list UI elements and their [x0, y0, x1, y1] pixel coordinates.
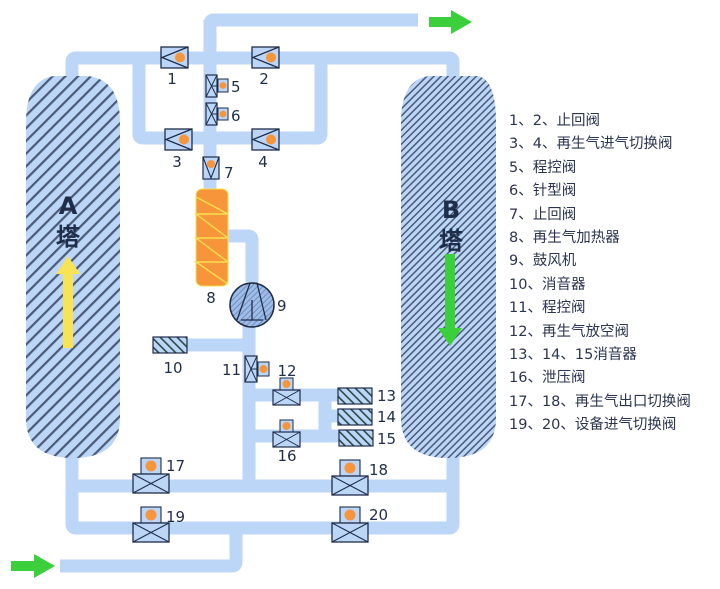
legend-item: 10、消音器	[509, 276, 586, 293]
inlet-valve-19-label: 19	[166, 508, 185, 526]
check-valve-7-label: 7	[224, 164, 234, 182]
needle-valve-6[interactable]	[205, 102, 229, 126]
tower-b-letter: B	[442, 196, 460, 224]
pipe-regen-loop	[132, 58, 328, 145]
tower-a-char: 塔	[56, 223, 81, 251]
muffler-13[interactable]	[337, 387, 373, 405]
component-legend: 1、2、止回阀 3、4、再生气进气切换阀 5、程控阀 6、针型阀 7、止回阀 8…	[509, 110, 691, 438]
blower-9[interactable]	[229, 282, 275, 328]
legend-item: 7、止回阀	[509, 206, 577, 223]
legend-item: 5、程控阀	[509, 159, 577, 176]
tower-b-char: 塔	[439, 227, 464, 255]
switch-valve-3[interactable]	[164, 128, 193, 151]
needle-valve-6-label: 6	[231, 107, 241, 125]
muffler-10[interactable]	[152, 336, 188, 354]
tower-a-letter: A	[59, 192, 78, 220]
tower-b: B 塔	[401, 76, 496, 458]
blower-9-label: 9	[277, 297, 287, 315]
muffler-14-label: 14	[377, 408, 396, 426]
check-valve-1[interactable]	[160, 46, 189, 69]
regen-outlet-valve-17[interactable]	[132, 457, 170, 494]
muffler-13-label: 13	[377, 387, 396, 405]
check-valve-2[interactable]	[251, 46, 280, 69]
program-valve-5-label: 5	[231, 78, 241, 96]
pipe-inlet-feed	[60, 528, 243, 573]
legend-item: 6、针型阀	[509, 183, 577, 200]
legend-item: 16、泄压阀	[509, 370, 586, 387]
legend-item: 11、程控阀	[509, 300, 586, 317]
program-valve-5[interactable]	[205, 74, 229, 98]
check-valve-1-label: 1	[167, 70, 177, 88]
muffler-14[interactable]	[337, 408, 373, 426]
relief-valve-16-label: 16	[277, 447, 296, 465]
legend-item: 12、再生气放空阀	[509, 323, 629, 340]
program-valve-11[interactable]	[244, 355, 270, 383]
legend-item: 3、4、再生气进气切换阀	[509, 136, 673, 153]
check-valve-2-label: 2	[259, 70, 269, 88]
regen-heater-8[interactable]	[193, 188, 231, 287]
tower-a: A 塔	[26, 76, 120, 458]
vent-valve-12-label: 12	[277, 362, 296, 380]
outlet-flow-arrow-icon	[429, 10, 472, 34]
inlet-valve-20-label: 20	[369, 506, 388, 524]
legend-item: 1、2、止回阀	[509, 113, 600, 129]
tower-a-flow-up-arrow-icon	[56, 256, 80, 348]
relief-valve-16[interactable]	[272, 419, 301, 448]
switch-valve-4-label: 4	[258, 153, 268, 171]
legend-item: 8、再生气加热器	[509, 230, 620, 247]
pipe-network	[60, 13, 460, 573]
legend-item: 9、鼓风机	[509, 253, 577, 270]
legend-item: 17、18、再生气出口切换阀	[509, 393, 691, 410]
muffler-15-label: 15	[377, 430, 396, 448]
muffler-15[interactable]	[338, 429, 374, 447]
switch-valve-3-label: 3	[172, 153, 182, 171]
regen-outlet-valve-17-label: 17	[166, 457, 185, 475]
regen-outlet-valve-18-label: 18	[369, 461, 388, 479]
switch-valve-4[interactable]	[251, 128, 280, 151]
muffler-10-label: 10	[163, 359, 182, 377]
pipe-row-19-20	[65, 486, 460, 535]
check-valve-7[interactable]	[202, 156, 220, 180]
legend-item: 13、14、15消音器	[509, 347, 637, 364]
pipe-row-17-18	[65, 450, 460, 493]
inlet-flow-arrow-icon	[11, 554, 55, 578]
legend-item: 19、20、设备进气切换阀	[509, 417, 677, 434]
regen-heater-8-label: 8	[206, 289, 216, 307]
vent-valve-12[interactable]	[272, 377, 301, 406]
regen-outlet-valve-18[interactable]	[331, 459, 369, 496]
tower-b-flow-down-arrow-icon	[438, 254, 462, 346]
program-valve-11-label: 11	[222, 361, 241, 379]
pipe-heater-to-blower	[228, 229, 259, 282]
inlet-valve-20[interactable]	[331, 506, 369, 543]
inlet-valve-19[interactable]	[132, 506, 170, 543]
